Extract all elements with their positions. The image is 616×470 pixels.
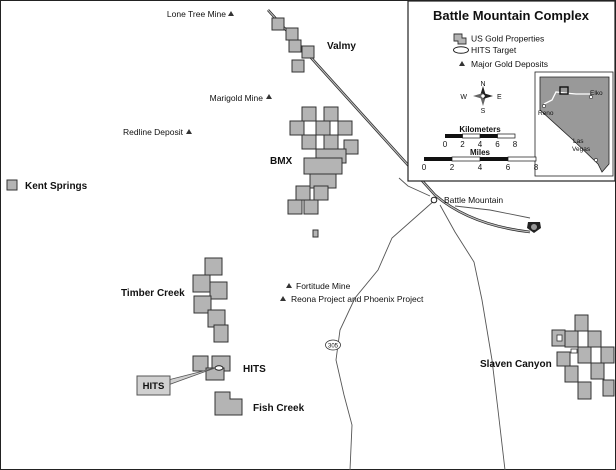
fish-creek-property — [214, 391, 243, 416]
triangle-icon — [286, 283, 292, 288]
inset-las-label: Las — [573, 138, 584, 145]
scale-mi-tick: 0 — [422, 163, 427, 172]
lone-tree-mine-marker — [228, 11, 234, 16]
compass-s-label: S — [481, 108, 486, 115]
valmy-label: Valmy — [327, 41, 356, 52]
legend-us-gold-properties-label: US Gold Properties — [471, 34, 544, 44]
compass-e-label: E — [497, 94, 502, 101]
scale-bar-km — [445, 133, 516, 139]
legend-major-gold-deposits-label: Major Gold Deposits — [471, 59, 548, 69]
triangle-icon — [459, 61, 465, 66]
bmx-property — [287, 106, 359, 238]
scale-km-tick: 4 — [478, 140, 483, 149]
battle-mountain-label: Battle Mountain — [444, 195, 503, 205]
redline-deposit-marker — [186, 129, 192, 134]
scale-mi-tick: 4 — [478, 163, 483, 172]
hits-callout: HITS — [136, 367, 216, 396]
legend-hits-target-label: HITS Target — [471, 45, 517, 55]
kent-springs-label: Kent Springs — [25, 181, 88, 192]
interstate-shield-icon — [527, 222, 541, 233]
triangle-icon — [228, 11, 234, 16]
hits-label: HITS — [243, 364, 266, 375]
hits-callout-label: HITS — [143, 381, 165, 392]
reona-project-label: Reona Project and Phoenix Project — [291, 294, 424, 304]
inset-vegas-label: Vegas — [572, 146, 591, 153]
scale-km-tick: 0 — [443, 140, 448, 149]
slaven-canyon-inner-tracts — [556, 334, 578, 354]
target-ellipse-icon — [453, 46, 469, 54]
inset-reno-label: Reno — [538, 110, 554, 117]
legend-box: Battle Mountain Complex US Gold Properti… — [407, 0, 616, 182]
inset-locator-box — [559, 86, 569, 95]
reona-project-marker — [280, 296, 286, 301]
compass-w-label: W — [460, 94, 467, 101]
scale-mi-title: Miles — [470, 148, 491, 157]
road-network — [335, 177, 531, 470]
timber-creek-property — [192, 257, 229, 343]
kent-springs-property — [6, 179, 18, 191]
timber-creek-label: Timber Creek — [121, 288, 185, 299]
route-305-label: 305 — [328, 344, 339, 350]
scale-mi-tick: 2 — [450, 163, 455, 172]
fortitude-mine-marker — [286, 283, 292, 288]
scale-bar-mi — [424, 156, 537, 162]
slaven-canyon-label: Slaven Canyon — [480, 359, 552, 370]
valmy-property — [271, 17, 315, 73]
marigold-mine-label: Marigold Mine — [210, 93, 264, 103]
hits-target-ellipse — [214, 365, 224, 371]
triangle-icon — [186, 129, 192, 134]
compass-rose-icon — [473, 86, 493, 106]
triangle-icon — [280, 296, 286, 301]
redline-deposit-label: Redline Deposit — [123, 127, 184, 137]
battle-mountain-town-icon — [430, 196, 438, 204]
property-polygon-icon — [453, 33, 467, 45]
compass-n-label: N — [480, 81, 485, 88]
bmx-label: BMX — [270, 156, 293, 167]
fish-creek-label: Fish Creek — [253, 403, 305, 414]
nevada-inset-map: Elko Reno Las Vegas — [534, 71, 614, 177]
triangle-icon — [266, 94, 272, 99]
railroad-line — [267, 9, 531, 234]
inset-elko-label: Elko — [590, 90, 603, 97]
fortitude-mine-label: Fortitude Mine — [296, 281, 351, 291]
route-305-shield: 305 — [325, 339, 341, 351]
scale-km-title: Kilometers — [459, 125, 501, 134]
scale-km-tick: 6 — [495, 140, 500, 149]
lone-tree-mine-label: Lone Tree Mine — [167, 9, 226, 19]
scale-mi-tick: 8 — [534, 163, 539, 172]
scale-km-tick: 8 — [513, 140, 518, 149]
scale-km-tick: 2 — [460, 140, 465, 149]
slaven-canyon-property — [551, 314, 615, 400]
map-title: Battle Mountain Complex — [433, 8, 590, 23]
scale-mi-tick: 6 — [506, 163, 511, 172]
marigold-mine-marker — [266, 94, 272, 99]
